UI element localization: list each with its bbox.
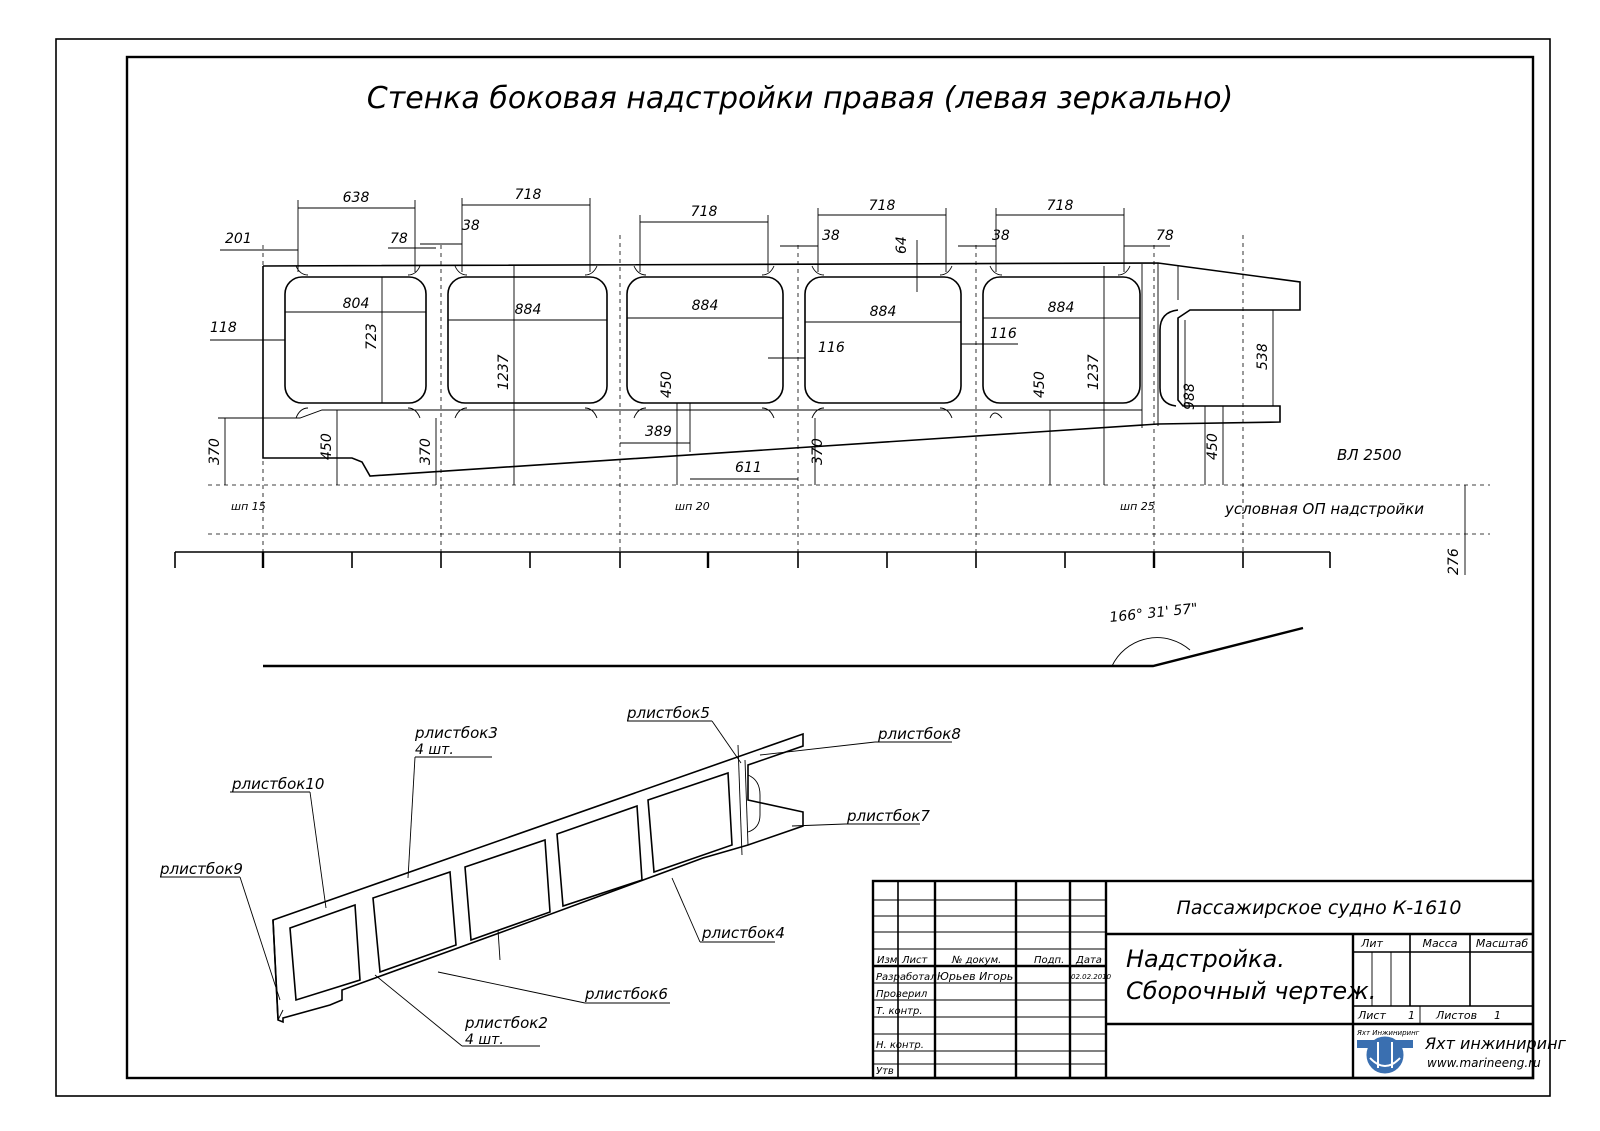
mass-header: Масса bbox=[1422, 937, 1457, 950]
header-list: Лист bbox=[901, 955, 929, 966]
dim-718-d: 718 bbox=[1047, 198, 1074, 214]
window-5 bbox=[982, 276, 1141, 404]
part-3-label: рлистбок3 bbox=[414, 724, 498, 742]
drawing-name-line1: Надстройка. bbox=[1126, 945, 1285, 973]
dim-276: 276 bbox=[1446, 548, 1462, 575]
row-developer: Разработал bbox=[876, 971, 937, 983]
dim-884-d: 884 bbox=[1048, 300, 1075, 316]
header-izm: Изм bbox=[877, 955, 898, 966]
part-labels: рлистбок3 4 шт. рлистбок5 рлистбок8 рлис… bbox=[159, 704, 961, 1048]
side-wall-elevation bbox=[262, 262, 1301, 477]
dim-450-c: 450 bbox=[319, 433, 335, 460]
dim-64: 64 bbox=[894, 236, 910, 254]
part-6-label: рлистбок6 bbox=[584, 985, 668, 1003]
dim-718-a: 718 bbox=[515, 187, 542, 203]
window-3 bbox=[626, 276, 784, 404]
dim-450-a: 450 bbox=[659, 371, 675, 398]
dim-884-c: 884 bbox=[870, 304, 897, 320]
company-name: Яхт инжиниринг bbox=[1424, 1034, 1567, 1053]
dim-38-c: 38 bbox=[992, 228, 1010, 244]
header-doc: № докум. bbox=[951, 955, 1001, 966]
dim-638: 638 bbox=[343, 190, 370, 206]
outer-frame bbox=[55, 38, 1551, 1097]
row-norm-control: Н. контр. bbox=[876, 1040, 924, 1051]
sheets-label: Листов bbox=[1435, 1009, 1477, 1022]
dimension-lines bbox=[210, 198, 1466, 575]
drawing-name-line2: Сборочный чертеж. bbox=[1126, 977, 1376, 1005]
sheets-number: 1 bbox=[1494, 1009, 1501, 1022]
header-date: Дата bbox=[1075, 955, 1102, 966]
logo-text: Яхт Инжиниринг bbox=[1356, 1029, 1420, 1037]
sheet-number: 1 bbox=[1408, 1009, 1415, 1022]
dim-78-b: 78 bbox=[1156, 228, 1174, 244]
part-8-label: рлистбок8 bbox=[877, 725, 961, 743]
inner-frame bbox=[125, 55, 1535, 1080]
dim-1237-b: 1237 bbox=[1086, 354, 1102, 390]
scale-header: Масштаб bbox=[1476, 937, 1528, 950]
company-logo: Яхт Инжиниринг bbox=[1356, 1029, 1420, 1074]
dim-450-b: 450 bbox=[1032, 371, 1048, 398]
frame-scale bbox=[174, 551, 1331, 568]
dim-718-b: 718 bbox=[691, 204, 718, 220]
frame-lines bbox=[208, 235, 1490, 560]
dim-723: 723 bbox=[364, 323, 380, 350]
part-2-qty: 4 шт. bbox=[465, 1032, 504, 1048]
waterline-label: ВЛ 2500 bbox=[1337, 446, 1402, 464]
dim-78-a: 78 bbox=[390, 231, 408, 247]
row-tech-control: Т. контр. bbox=[876, 1006, 923, 1017]
dim-538: 538 bbox=[1255, 343, 1271, 370]
dim-450-d: 450 bbox=[1205, 433, 1221, 460]
row-approved: Утв bbox=[876, 1066, 894, 1077]
dim-370-b: 370 bbox=[418, 438, 434, 465]
plan-view: 166° 31' 57" bbox=[263, 601, 1304, 668]
header-sign: Подп. bbox=[1034, 955, 1064, 966]
developer-date: 02.02.2010 bbox=[1071, 973, 1112, 981]
dim-389: 389 bbox=[645, 424, 672, 440]
frame-25-label: шп 25 bbox=[1120, 500, 1155, 513]
part-4-label: рлистбок4 bbox=[701, 924, 785, 942]
dim-1237-a: 1237 bbox=[496, 354, 512, 390]
dim-611: 611 bbox=[735, 460, 762, 476]
dim-804: 804 bbox=[343, 296, 370, 312]
dim-370-a: 370 bbox=[207, 438, 223, 465]
dim-884-a: 884 bbox=[515, 302, 542, 318]
dim-116-a: 116 bbox=[818, 340, 845, 356]
part-5-label: рлистбок5 bbox=[626, 704, 710, 722]
lit-header: Лит bbox=[1360, 937, 1383, 950]
frame-15-label: шп 15 bbox=[231, 500, 266, 513]
window-2 bbox=[447, 276, 608, 404]
company-site: www.marineeng.ru bbox=[1427, 1056, 1541, 1070]
frame-20-label: шп 20 bbox=[675, 500, 710, 513]
dim-118: 118 bbox=[210, 320, 237, 336]
project-name: Пассажирское судно К-1610 bbox=[1177, 897, 1462, 919]
dim-988: 988 bbox=[1182, 383, 1198, 410]
dim-116-b: 116 bbox=[990, 326, 1017, 342]
dim-38-a: 38 bbox=[462, 218, 480, 234]
developer-name: Юрьев Игорь bbox=[937, 970, 1013, 983]
dim-370-c: 370 bbox=[810, 438, 826, 465]
row-checked: Проверил bbox=[876, 989, 928, 1000]
part-7-label: рлистбок7 bbox=[846, 807, 930, 825]
dim-38-b: 38 bbox=[822, 228, 840, 244]
part-10-label: рлистбок10 bbox=[231, 775, 324, 793]
dimension-texts: 638 718 718 718 718 201 78 38 38 38 78 6… bbox=[207, 187, 1462, 575]
angle-label: 166° 31' 57" bbox=[1109, 601, 1199, 626]
baseline-label: условная ОП надстройки bbox=[1224, 500, 1424, 518]
part-3-qty: 4 шт. bbox=[415, 742, 454, 758]
dim-718-c: 718 bbox=[869, 198, 896, 214]
part-9-label: рлистбок9 bbox=[159, 860, 243, 878]
part-leaders bbox=[160, 720, 952, 1047]
title-block: Пассажирское судно К-1610 Надстройка. Сб… bbox=[871, 879, 1567, 1080]
sheet-label: Лист bbox=[1357, 1009, 1386, 1022]
window-4 bbox=[804, 276, 962, 404]
isometric-view bbox=[272, 732, 804, 1024]
part-2-label: рлистбок2 bbox=[464, 1014, 548, 1032]
drawing-title: Стенка боковая надстройки правая (левая … bbox=[367, 81, 1233, 116]
dim-884-b: 884 bbox=[692, 298, 719, 314]
dim-201: 201 bbox=[225, 231, 252, 247]
